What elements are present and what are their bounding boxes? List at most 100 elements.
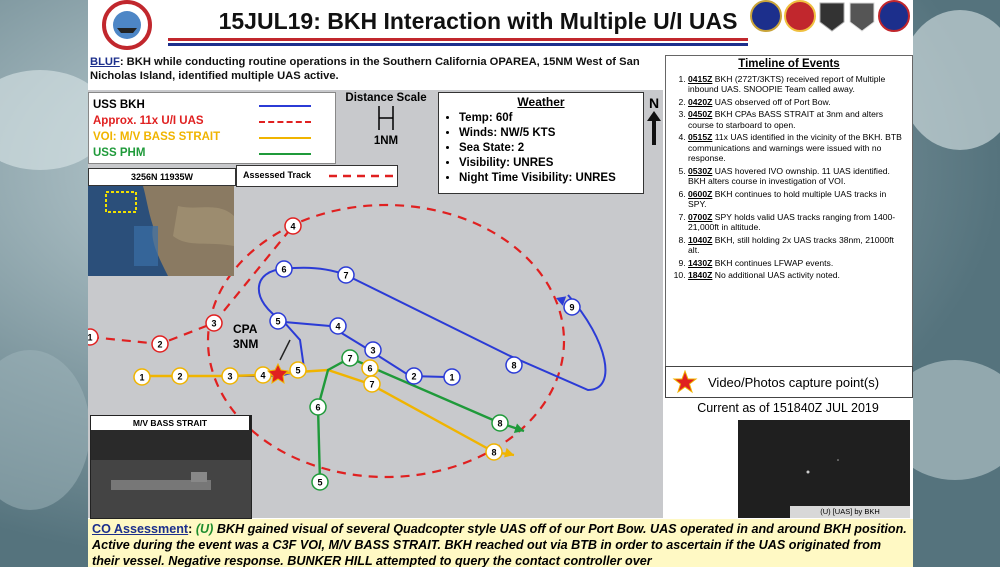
svg-text:4: 4: [335, 322, 340, 332]
svg-text:7: 7: [343, 271, 348, 281]
title-rule-red: [168, 38, 748, 41]
weather-item: Winds: NW/5 KTS: [459, 126, 643, 141]
co-assessment-label: CO Assessment: [92, 522, 189, 536]
event-time: 0530Z: [688, 165, 713, 176]
bass-strait-track-marker: 8: [485, 443, 503, 461]
slide-title: 15JUL19: BKH Interaction with Multiple U…: [218, 8, 738, 34]
north-arrow: N: [646, 95, 662, 150]
svg-text:7: 7: [369, 380, 374, 390]
legend-bass-label: VOI: M/V BASS STRAIT: [93, 131, 221, 143]
assessed-track-key: Assessed Track: [236, 165, 398, 187]
cpa-line: [279, 339, 291, 361]
distance-scale-title: Distance Scale: [345, 92, 427, 104]
svg-text:7: 7: [347, 354, 352, 364]
north-arrow-icon: [647, 111, 661, 145]
bluf-text: BLUF: BKH while conducting routine opera…: [90, 55, 662, 83]
weather-item: Visibility: UNRES: [459, 156, 643, 171]
north-label: N: [648, 95, 660, 111]
svg-text:5: 5: [317, 478, 322, 488]
phm-track-marker: 7: [341, 349, 359, 367]
co-assessment-text: BKH gained visual of several Quadcopter …: [92, 522, 907, 567]
timeline-event: 0600Z BKH continues to hold multiple UAS…: [688, 189, 906, 210]
svg-text:3: 3: [211, 319, 216, 329]
timeline-event: 1430Z BKH continues LFWAP events.: [688, 258, 906, 269]
svg-text:9: 9: [569, 303, 574, 313]
legend-uas-swatch: [259, 121, 311, 123]
timeline-event: 0450Z BKH CPAs BASS STRAIT at 3nm and al…: [688, 109, 906, 130]
scale-bar-icon: [378, 106, 394, 130]
capture-label: Video/Photos capture point(s): [708, 374, 880, 390]
title-rule-blue: [168, 43, 748, 46]
svg-text:1: 1: [139, 373, 144, 383]
svg-text:4: 4: [290, 222, 295, 232]
svg-text:2: 2: [157, 340, 162, 350]
timeline-event: 1840Z No additional UAS activity noted.: [688, 270, 906, 281]
current-as-of: Current as of 151840Z JUL 2019: [697, 401, 879, 415]
legend-bass: VOI: M/V BASS STRAIT: [93, 129, 220, 145]
bkh-track-marker: 5: [269, 312, 287, 330]
timeline-event: 0415Z BKH (272T/3KTS) received report of…: [688, 74, 906, 95]
event-text: BKH (272T/3KTS) received report of Multi…: [688, 73, 886, 95]
track-arrowhead: [513, 423, 524, 433]
bkh-track-marker: 6: [275, 260, 293, 278]
event-text: No additional UAS activity noted.: [712, 270, 840, 280]
red-star-icon: [672, 370, 698, 394]
event-text: SPY holds valid UAS tracks ranging from …: [688, 211, 896, 233]
unit-insignia-icons: [750, 0, 910, 32]
bkh-track-marker: 1: [443, 368, 461, 386]
event-time: 0450Z: [688, 109, 713, 119]
uas-photo-caption: (U) [UAS] by BKH: [790, 506, 910, 518]
timeline-event: 1040Z BKH, still holding 2x UAS tracks 3…: [688, 235, 906, 256]
bass-strait-photo: M/V BASS STRAIT: [90, 415, 252, 519]
capture-point-star: [266, 362, 290, 385]
cpa-label: CPA: [233, 322, 258, 336]
timeline-event: 0700Z SPY holds valid UAS tracks ranging…: [688, 212, 906, 233]
bluf-label: BLUF: [90, 56, 120, 68]
weather-item: Temp: 60f: [459, 111, 643, 126]
track-arrowhead: [556, 296, 567, 306]
bkh-track-marker: 2: [405, 367, 423, 385]
bass-strait-track-marker: 6: [361, 359, 379, 377]
bluf-body: : BKH while conducting routine operation…: [90, 56, 640, 82]
event-text: BKH, still holding 2x UAS tracks 38nm, 2…: [688, 234, 894, 256]
coordinate-label: 3256N 11935W: [88, 168, 236, 186]
uas-track-marker: 1: [88, 328, 99, 346]
uas-track-marker: 4: [284, 217, 302, 235]
svg-text:5: 5: [275, 317, 280, 327]
bass-strait-track-marker: 7: [363, 375, 381, 393]
uas-photo: (U) [UAS] by BKH: [738, 420, 910, 518]
event-time: 0700Z: [688, 211, 713, 222]
track-arrowhead: [504, 447, 514, 458]
event-text: BKH continues LFWAP events.: [712, 257, 834, 268]
classification-marking: (U): [195, 522, 214, 536]
ship-silhouette-image: [91, 430, 251, 518]
svg-text:8: 8: [511, 361, 516, 371]
timeline-event: 0530Z UAS hovered IVO ownship. 11 UAS id…: [688, 166, 906, 187]
bkh-track-marker: 8: [505, 356, 523, 374]
svg-text:1: 1: [449, 373, 454, 383]
weather-item: Sea State: 2: [459, 141, 643, 156]
cpa-distance: 3NM: [233, 337, 259, 351]
briefing-slide: 15JUL19: BKH Interaction with Multiple U…: [88, 0, 913, 567]
event-time: 0420Z: [688, 96, 713, 107]
svg-text:3: 3: [370, 346, 375, 356]
legend-bass-swatch: [259, 137, 311, 139]
phm-track-marker: 5: [311, 473, 329, 491]
timeline-event: 0420Z UAS observed off of Port Bow.: [688, 97, 906, 108]
svg-text:1: 1: [88, 333, 93, 343]
uas-track-marker: 3: [205, 314, 223, 332]
phm-track-marker: 8: [491, 414, 509, 432]
svg-text:2: 2: [177, 372, 182, 382]
phm-track-marker: 6: [309, 398, 327, 416]
capture-legend: Video/Photos capture point(s): [665, 366, 913, 398]
svg-text:6: 6: [281, 265, 286, 275]
co-assessment: CO Assessment: (U) BKH gained visual of …: [88, 519, 913, 567]
uas-approach-track: [89, 225, 294, 346]
uas-night-image: [738, 420, 910, 518]
legend-phm-swatch: [259, 153, 311, 155]
event-text: UAS observed off of Port Bow.: [712, 96, 831, 107]
weather-title: Weather: [517, 95, 565, 109]
bass-strait-track-marker: 3: [221, 367, 239, 385]
bass-strait-track-marker: 1: [133, 368, 151, 386]
